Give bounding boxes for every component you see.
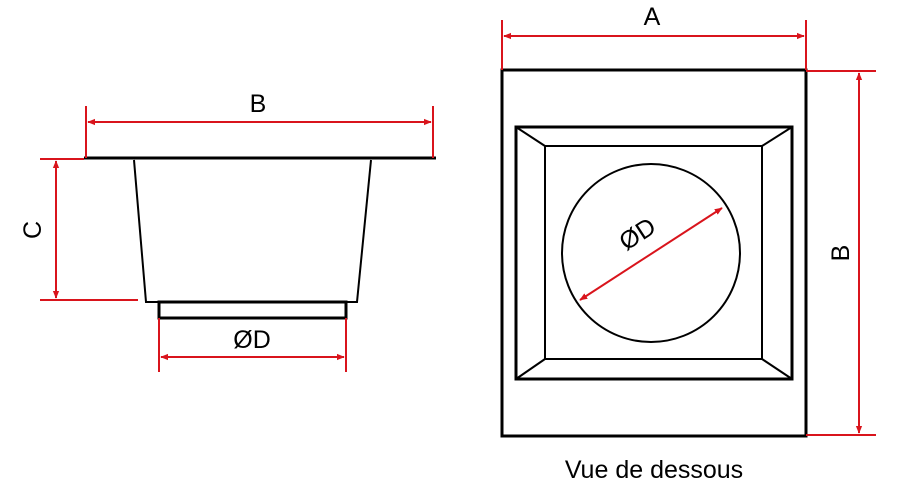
bottom-view: ØD A B Vue de dessous xyxy=(500,3,876,484)
bottom-b-label: B xyxy=(827,245,855,262)
side-d-label: ØD xyxy=(233,326,271,354)
bottom-view-caption: Vue de dessous xyxy=(565,456,743,484)
bottom-bevel-corner-tr xyxy=(761,126,793,147)
bottom-spigot-circle xyxy=(561,163,741,343)
side-b-label: B xyxy=(250,90,267,118)
bottom-bevel-outer xyxy=(514,125,794,381)
side-body-outline xyxy=(133,159,372,303)
bottom-bevel-corner-tl xyxy=(515,126,546,147)
bottom-bevel-corner-bl xyxy=(515,358,546,380)
bottom-d-dimension-line xyxy=(579,207,723,301)
side-spigot xyxy=(157,300,348,320)
bottom-d-label: ØD xyxy=(614,212,661,256)
bottom-bevel-corner-br xyxy=(761,358,793,380)
bottom-bevel-inner xyxy=(544,145,763,360)
side-view: B C ØD xyxy=(19,90,436,372)
bottom-outer-square xyxy=(500,68,808,438)
side-c-label: C xyxy=(19,221,47,239)
bottom-a-label: A xyxy=(644,3,661,31)
